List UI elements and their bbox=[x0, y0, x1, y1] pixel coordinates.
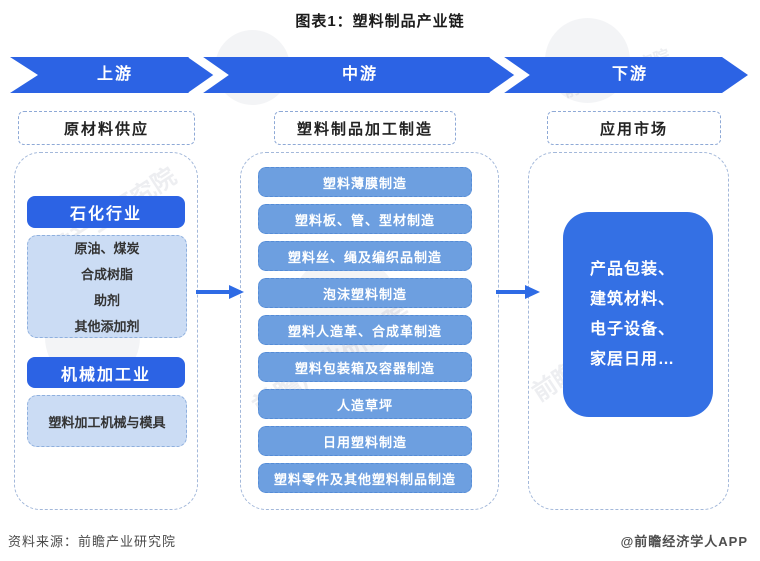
application-item: 电子设备、 bbox=[590, 320, 676, 338]
process-row: 泡沫塑料制造 bbox=[258, 278, 472, 308]
arrow-right-icon bbox=[496, 285, 540, 299]
application-box: 产品包装、 建筑材料、 电子设备、 家居日用… bbox=[563, 212, 713, 417]
process-row: 塑料包装箱及容器制造 bbox=[258, 352, 472, 382]
arrow-right-icon bbox=[196, 285, 244, 299]
credit-note: @前瞻经济学人APP bbox=[620, 534, 748, 549]
process-row: 日用塑料制造 bbox=[258, 426, 472, 456]
machinery-items-box: 塑料加工机械与模具 bbox=[27, 395, 187, 447]
header-processing: 塑料制品加工制造 bbox=[274, 111, 456, 145]
source-note: 资料来源：前瞻产业研究院 bbox=[8, 534, 177, 549]
chevron-separator-icon bbox=[489, 57, 530, 93]
list-item: 其他添加剂 bbox=[74, 319, 140, 334]
application-item: 产品包装、 bbox=[590, 260, 676, 278]
list-item: 助剂 bbox=[93, 293, 120, 308]
banner-label-upstream: 上游 bbox=[96, 66, 133, 83]
process-row: 塑料丝、绳及编织品制造 bbox=[258, 241, 472, 271]
process-row: 塑料薄膜制造 bbox=[258, 167, 472, 197]
application-item: 建筑材料、 bbox=[590, 290, 676, 308]
banner-label-midstream: 中游 bbox=[341, 66, 378, 83]
application-item: 家居日用… bbox=[590, 350, 676, 368]
flow-banner-band bbox=[10, 57, 748, 93]
process-row: 塑料零件及其他塑料制品制造 bbox=[258, 463, 472, 493]
group-title-petrochemical: 石化行业 bbox=[27, 196, 185, 228]
banner-label-downstream: 下游 bbox=[611, 66, 648, 83]
chevron-separator-icon bbox=[188, 57, 229, 93]
petrochemical-items-box: 原油、煤炭 合成树脂 助剂 其他添加剂 bbox=[27, 235, 187, 338]
process-row: 人造草坪 bbox=[258, 389, 472, 419]
midstream-container bbox=[240, 152, 499, 510]
list-item: 塑料加工机械与模具 bbox=[48, 414, 166, 430]
downstream-container bbox=[528, 152, 729, 510]
list-item: 合成树脂 bbox=[80, 267, 133, 282]
page-title: 图表1：塑料制品产业链 bbox=[295, 13, 465, 30]
header-raw-materials: 原材料供应 bbox=[18, 111, 195, 145]
flow-banner bbox=[10, 57, 748, 93]
process-row: 塑料人造革、合成革制造 bbox=[258, 315, 472, 345]
list-item: 原油、煤炭 bbox=[74, 241, 140, 256]
process-row: 塑料板、管、型材制造 bbox=[258, 204, 472, 234]
header-application-market: 应用市场 bbox=[547, 111, 721, 145]
group-title-machinery: 机械加工业 bbox=[27, 357, 185, 388]
upstream-container bbox=[14, 152, 198, 510]
